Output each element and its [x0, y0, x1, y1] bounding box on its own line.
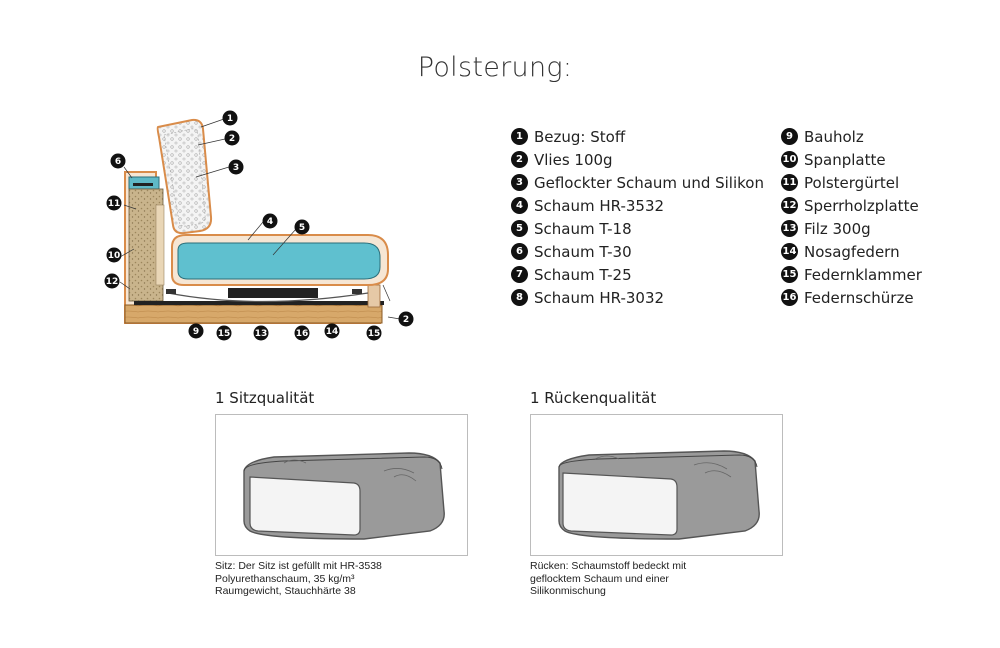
- legend-column-2: 9 Bauholz 10 Spanplatte 11 Polstergürtel 12 Spe…: [781, 125, 922, 309]
- legend-label: Geflockter Schaum und Silikon: [534, 173, 764, 192]
- back-quality-image: [530, 414, 783, 556]
- callout-4: 4: [262, 213, 278, 229]
- svg-text:15: 15: [218, 329, 231, 339]
- legend-label: Schaum HR-3032: [534, 288, 665, 307]
- callout-5: 5: [294, 219, 310, 235]
- legend-label: Vlies 100g: [534, 150, 613, 169]
- legend-number-badge: 1: [511, 128, 528, 145]
- back-quality-caption: Rücken: Schaumstoff bedeckt mit geflockt…: [530, 560, 687, 597]
- legend-item-8: 8 Schaum HR-3032: [511, 286, 764, 309]
- legend-column-1: 1 Bezug: Stoff 2 Vlies 100g 3 Geflockter Scha…: [511, 125, 764, 309]
- callout-14: 14: [324, 323, 340, 339]
- svg-text:14: 14: [326, 327, 339, 337]
- legend-label: Sperrholzplatte: [804, 196, 919, 215]
- callout-9: 9: [188, 323, 204, 339]
- callout-16: 16: [294, 325, 310, 341]
- spring-assembly: [166, 288, 369, 303]
- back-quality-heading: 1 Rückenqualität: [530, 389, 657, 407]
- legend-number-badge: 13: [781, 220, 798, 237]
- legend-item-15: 15 Federnklammer: [781, 263, 922, 286]
- legend-number-badge: 10: [781, 151, 798, 168]
- svg-text:12: 12: [106, 277, 119, 287]
- svg-text:4: 4: [267, 217, 273, 227]
- legend-label: Schaum T-30: [534, 242, 632, 261]
- legend-item-5: 5 Schaum T-18: [511, 217, 764, 240]
- legend-number-badge: 5: [511, 220, 528, 237]
- legend-item-12: 12 Sperrholzplatte: [781, 194, 922, 217]
- legend-label: Polstergürtel: [804, 173, 900, 192]
- callout-15: 15: [366, 325, 382, 341]
- side-frame: [124, 171, 384, 324]
- legend-number-badge: 9: [781, 128, 798, 145]
- legend-number-badge: 11: [781, 174, 798, 191]
- legend-label: Spanplatte: [804, 150, 886, 169]
- callout-10: 10: [106, 247, 122, 263]
- legend-label: Filz 300g: [804, 219, 871, 238]
- svg-text:6: 6: [115, 157, 121, 167]
- legend-number-badge: 8: [511, 289, 528, 306]
- legend-number-badge: 4: [511, 197, 528, 214]
- legend-item-3: 3 Geflockter Schaum und Silikon: [511, 171, 764, 194]
- svg-text:15: 15: [368, 329, 381, 339]
- svg-text:13: 13: [255, 329, 268, 339]
- seat-quality-image: [215, 414, 468, 556]
- legend-number-badge: 16: [781, 289, 798, 306]
- callout-1: 1: [222, 110, 238, 126]
- leader-lines: [119, 118, 401, 320]
- back-cushion-illustration: [558, 450, 760, 540]
- callout-11: 11: [106, 195, 122, 211]
- svg-text:9: 9: [193, 327, 199, 337]
- callout-13: 13: [253, 325, 269, 341]
- legend-label: Bauholz: [804, 127, 864, 146]
- legend-label: Schaum T-18: [534, 219, 632, 238]
- legend-item-13: 13 Filz 300g: [781, 217, 922, 240]
- legend-label: Bezug: Stoff: [534, 127, 626, 146]
- legend-item-9: 9 Bauholz: [781, 125, 922, 148]
- legend-label: Nosagfedern: [804, 242, 900, 261]
- svg-text:1: 1: [227, 114, 233, 124]
- legend-number-badge: 7: [511, 266, 528, 283]
- legend-label: Federnschürze: [804, 288, 914, 307]
- svg-text:5: 5: [299, 223, 305, 233]
- callout-2: 2: [224, 130, 240, 146]
- seat-quality-caption: Sitz: Der Sitz ist gefüllt mit HR-3538 P…: [215, 560, 382, 597]
- svg-text:3: 3: [233, 163, 239, 173]
- legend-item-1: 1 Bezug: Stoff: [511, 125, 764, 148]
- callout-12: 12: [104, 273, 120, 289]
- back-cushion: [156, 118, 213, 235]
- legend-item-11: 11 Polstergürtel: [781, 171, 922, 194]
- page-title: Polsterung:: [417, 52, 573, 83]
- svg-text:2: 2: [403, 315, 409, 325]
- legend-number-badge: 12: [781, 197, 798, 214]
- legend-item-14: 14 Nosagfedern: [781, 240, 922, 263]
- seat-cushion: [171, 234, 389, 286]
- legend-label: Schaum HR-3532: [534, 196, 665, 215]
- legend-item-2: 2 Vlies 100g: [511, 148, 764, 171]
- legend-number-badge: 3: [511, 174, 528, 191]
- seat-quality-heading: 1 Sitzqualität: [215, 389, 315, 407]
- callout-15: 15: [216, 325, 232, 341]
- svg-text:2: 2: [229, 134, 235, 144]
- legend-label: Schaum T-25: [534, 265, 632, 284]
- legend-number-badge: 15: [781, 266, 798, 283]
- svg-text:11: 11: [108, 199, 121, 209]
- callout-6: 6: [110, 153, 126, 169]
- legend-label: Federnklammer: [804, 265, 922, 284]
- svg-text:16: 16: [296, 329, 309, 339]
- legend-number-badge: 14: [781, 243, 798, 260]
- legend-item-10: 10 Spanplatte: [781, 148, 922, 171]
- seat-cushion-illustration: [243, 452, 445, 540]
- legend-item-6: 6 Schaum T-30: [511, 240, 764, 263]
- callout-2: 2: [398, 311, 414, 327]
- legend-number-badge: 2: [511, 151, 528, 168]
- legend-item-7: 7 Schaum T-25: [511, 263, 764, 286]
- legend-number-badge: 6: [511, 243, 528, 260]
- svg-text:10: 10: [108, 251, 121, 261]
- callout-3: 3: [228, 159, 244, 175]
- legend-item-4: 4 Schaum HR-3532: [511, 194, 764, 217]
- legend-item-16: 16 Federnschürze: [781, 286, 922, 309]
